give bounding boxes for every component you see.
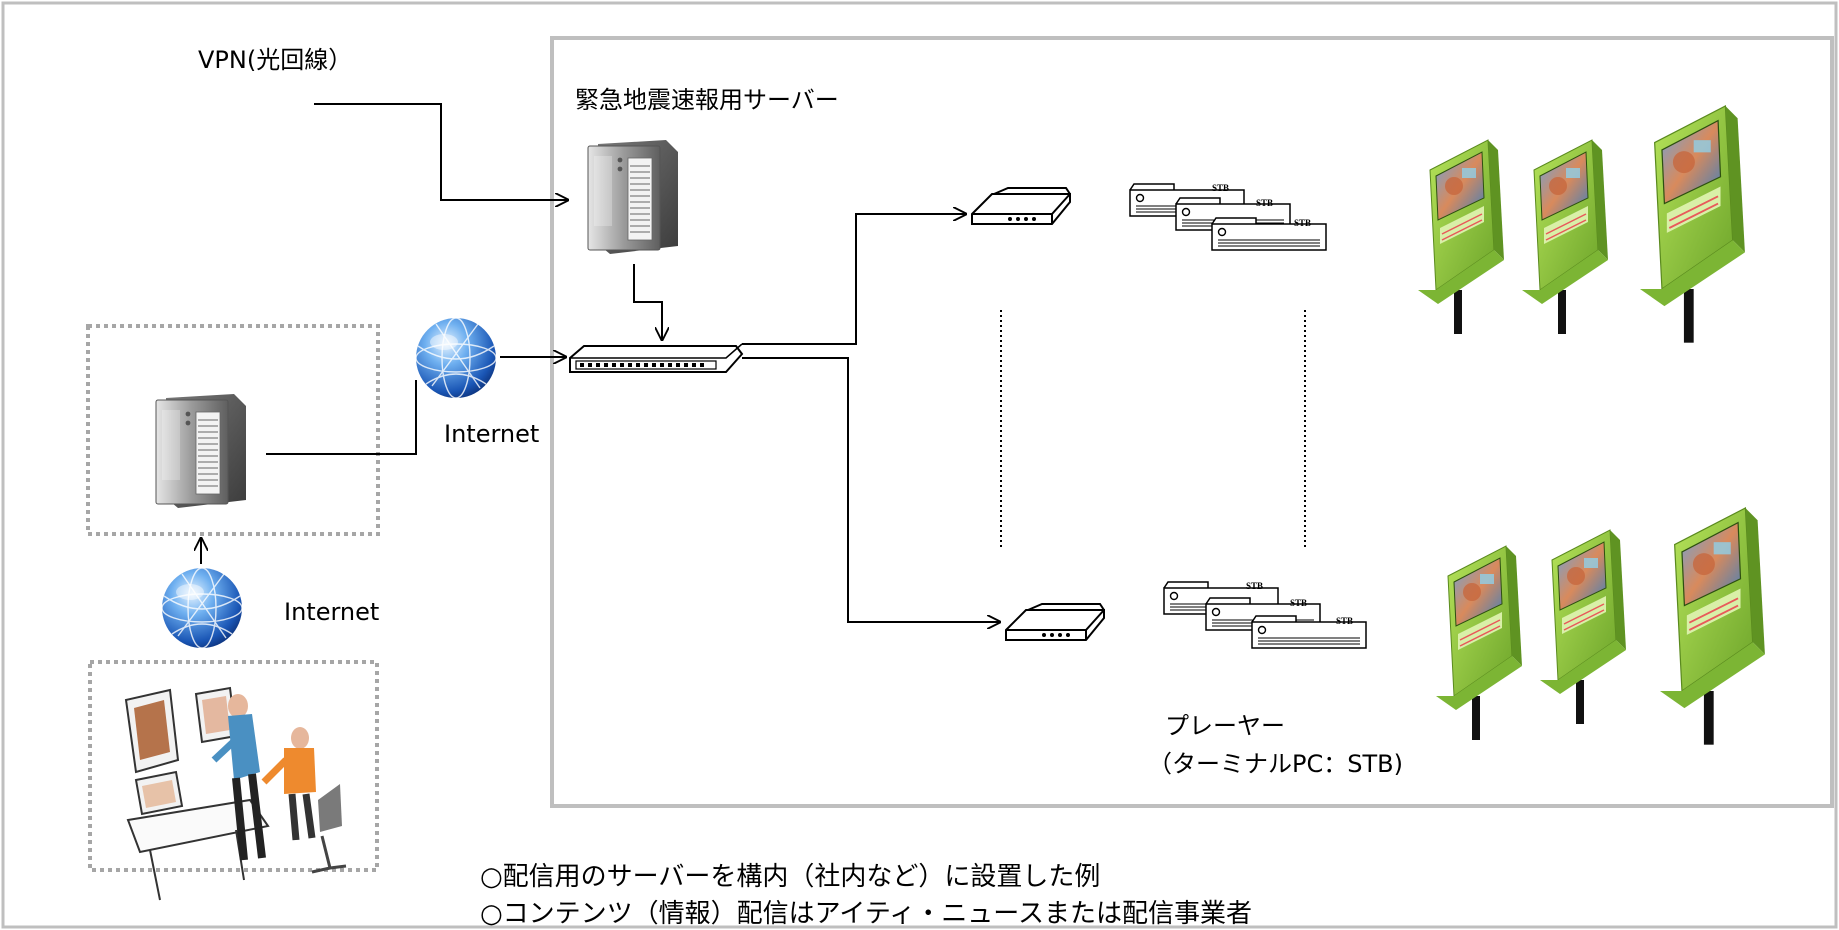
- hub-to-upper-modem-line: [742, 214, 966, 345]
- customer-server-box: [86, 324, 380, 536]
- stb-label: STB: [1336, 616, 1353, 626]
- globe-icon-lower: [161, 567, 243, 649]
- internet-label-upper: Internet: [444, 420, 540, 448]
- kiosk-display-icon-large: [1639, 105, 1746, 344]
- server-to-hub-line: [633, 264, 662, 340]
- note-line-2: ○コンテンツ（情報）配信はアイティ・ニュースまたは配信事業者: [480, 899, 1253, 929]
- globe-icon-upper: [415, 317, 497, 399]
- hub-to-lower-modem-line: [742, 357, 1000, 622]
- stb-label: STB: [1256, 198, 1273, 208]
- modem-icon-lower: [1005, 603, 1105, 641]
- stb-stack-lower: STB STB STB: [1163, 581, 1367, 649]
- internet-label-lower: Internet: [284, 598, 380, 626]
- stb-stack-upper: STB STB STB: [1129, 183, 1327, 251]
- stb-label: STB: [1290, 598, 1307, 608]
- player-label-line2: （ターミナルPC：STB): [1148, 750, 1403, 778]
- kiosk-display-icon-large: [1659, 507, 1766, 746]
- server-area-box: [550, 36, 1834, 808]
- customer-server-icon: [155, 393, 247, 509]
- switch-hub-icon: [569, 343, 743, 373]
- server-area-title: 緊急地震速報用サーバー: [575, 86, 839, 114]
- player-label-line1: プレーヤー: [1165, 712, 1285, 740]
- kiosk-display-icon: [1539, 529, 1627, 725]
- emergency-server-icon: [587, 139, 679, 255]
- kiosk-display-icon: [1435, 545, 1523, 741]
- stb-label: STB: [1294, 218, 1311, 228]
- operator-workstation-icon: [124, 686, 347, 901]
- stb-label: STB: [1246, 581, 1263, 591]
- kiosk-display-icon: [1521, 139, 1609, 335]
- vpn-line: [314, 103, 568, 200]
- modem-icon-upper: [971, 187, 1071, 225]
- kiosk-display-icon: [1417, 139, 1505, 335]
- vpn-label: VPN(光回線）: [198, 46, 353, 74]
- connection-lines: [201, 103, 1000, 622]
- stb-label: STB: [1212, 183, 1229, 193]
- note-line-1: ○配信用のサーバーを構内（社内など）に設置した例: [480, 862, 1101, 892]
- customer-to-internet-line: [266, 380, 417, 455]
